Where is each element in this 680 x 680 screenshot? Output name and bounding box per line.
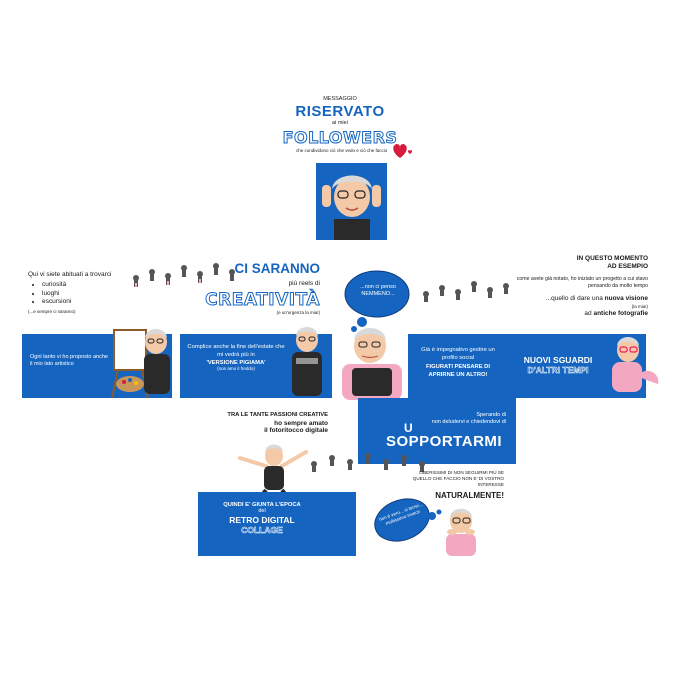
vision-bold: nuova visione: [604, 295, 648, 303]
retro-line2: RETRO DIGITAL: [229, 515, 295, 526]
passioni-block: TRA LE TANTE PASSIONI CREATIVE ho sempre…: [200, 412, 328, 434]
panel-sopportarmi: [358, 398, 516, 464]
passioni-line1: TRA LE TANTE PASSIONI CREATIVE: [227, 412, 328, 418]
list-item: luoghi: [42, 290, 128, 299]
avatar-vintage: [606, 332, 662, 394]
creativita-block: CI SARANNO più reels di CREATIVITÀ (e un…: [200, 261, 320, 316]
panel-sguardi-content: NUOVI SGUARDI D'ALTRI TEMPI: [514, 355, 602, 375]
panel-pigiama-content: Complice anche la fine dell'estate che m…: [186, 344, 286, 372]
left-intro: Qui vi siete abituati a trovarci curiosi…: [28, 271, 128, 315]
panel-sguardi-line2: D'ALTRI TEMPI: [527, 365, 589, 376]
retro-line1: QUINDI E' GIUNTA L'EPOCA: [223, 502, 301, 508]
panel-pigiama-line1: Complice anche la fine dell'estate che m…: [187, 344, 285, 358]
panel-sopportarmi-content: Sperando di non deludervi e chiedendovi …: [364, 412, 506, 427]
avatar-painter: [104, 320, 176, 400]
sopportarmi-lead2: non deludervi e chiedendovi di: [431, 419, 506, 426]
avatar-dancing: [236, 440, 312, 500]
left-intro-lead: Qui vi siete abituati a trovarci: [28, 271, 112, 278]
panel-retro-content: QUINDI E' GIUNTA L'EPOCA del RETRO DIGIT…: [212, 502, 312, 536]
ci-saranno-title: CI SARANNO: [234, 261, 320, 276]
right-intro-vision: ...quello di dare una nuova visione: [500, 295, 648, 304]
panel-pigiama-highlight: 'VERSIONE PIGIAMA': [206, 359, 266, 366]
avatar-pajama: [282, 322, 332, 398]
retro-line3: COLLAGE: [241, 525, 283, 536]
liberissimi-text: LIBERISSIMI DI NON SEGUIRMI PIÙ SE QUELL…: [412, 470, 504, 488]
running-figures-strip-top-left: [128, 258, 238, 288]
running-figures-strip-middle: [306, 448, 436, 474]
right-intro: IN QUESTO MOMENTO AD ESEMPIO come avete …: [500, 255, 648, 319]
panel-retro: [198, 492, 356, 556]
sopportarmi-lead1: Sperando di: [476, 412, 506, 418]
creativita-note: (e un'urgenza la mia!): [276, 309, 320, 315]
liberissimi-bold: NATURALMENTE!: [435, 490, 504, 500]
passioni-line3: il fotoritocco digitale: [264, 427, 328, 434]
list-item: escursioni: [42, 298, 128, 307]
vision-note: (la mia!): [631, 303, 648, 309]
passioni-line2: ho sempre amato: [274, 420, 328, 427]
header-ai: ai miei: [332, 120, 348, 127]
header-followers: FOLLOWERS: [282, 127, 398, 147]
creativita-word: CREATIVITÀ: [205, 289, 320, 310]
liberissimi-block: LIBERISSIMI DI NON SEGUIRMI PIÙ SE QUELL…: [404, 470, 504, 500]
right-intro-foto: ad antiche fotografie: [500, 310, 648, 319]
sopportarmi-u: U: [404, 421, 413, 435]
panel-pigiama-note: (non amo il freddo): [217, 365, 255, 371]
thought-bubble-top-text: ...non ci penso NEMMENO...: [360, 284, 396, 298]
running-figures-strip-top-right: [418, 276, 518, 302]
piu-reels-text: più reels di: [288, 280, 320, 287]
panel-sguardi-line1: NUOVI SGUARDI: [523, 355, 593, 365]
panel-artistico-text: Ogni tanto vi ho proposto anche il mio l…: [30, 354, 108, 368]
foto-pre: ad: [584, 309, 592, 317]
heart-icon: [392, 143, 414, 159]
avatar-hands-face: [440, 504, 482, 556]
panel-social-content: Già è impegnativo gestire un profilo soc…: [414, 347, 502, 379]
vision-pre: ...quello di dare una: [545, 295, 603, 303]
retro-del: del: [258, 508, 266, 514]
sopportarmi-word: SOPPORTARMI: [386, 433, 503, 450]
left-intro-list: curiosità luoghi escursioni: [28, 281, 128, 307]
right-intro-body: come avete già notato, ho iniziato un pr…: [516, 276, 648, 290]
thought-bubble-bottom: [370, 494, 442, 546]
list-item: curiosità: [42, 281, 128, 290]
header-pre: MESSAGGIO: [323, 96, 357, 102]
right-intro-title-2: AD ESEMPIO: [607, 263, 648, 270]
avatar-portrait-header: [316, 163, 387, 240]
panel-social-line1: Già è impegnativo gestire un profilo soc…: [421, 347, 495, 361]
panel-social-bold: FIGURATI PENSARE DI APRIRNE UN ALTRO!: [426, 363, 490, 378]
avatar-thinking: [332, 322, 412, 400]
header-title: RISERVATO: [295, 103, 385, 121]
thought-bubble-top: [342, 270, 412, 332]
header-subtitle: che condividono ciò che vedo e ciò che f…: [296, 148, 388, 153]
left-intro-note: (...e sempre ci saranno): [28, 309, 76, 315]
panel-social: [408, 334, 510, 398]
foto-bold: antiche fotografie: [593, 309, 648, 317]
header-block: MESSAGGIO RISERVATO ai miei FOLLOWERS: [270, 96, 410, 147]
right-intro-title-1: IN QUESTO MOMENTO: [576, 255, 648, 262]
